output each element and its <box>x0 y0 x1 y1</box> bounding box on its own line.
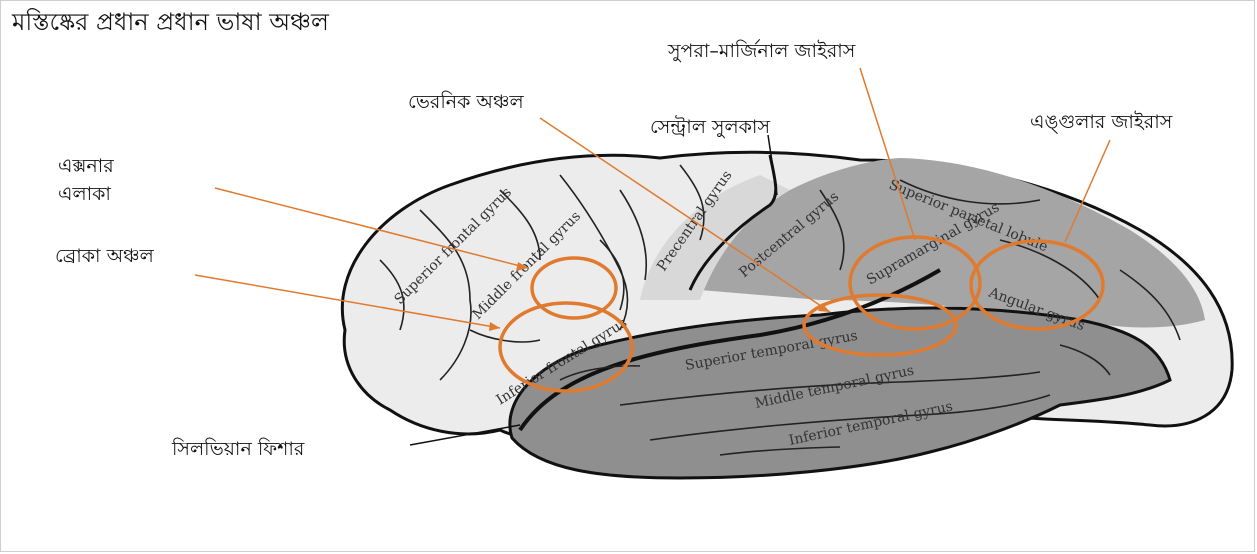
diagram-title: মস্তিষ্কের প্রধান প্রধান ভাষা অঞ্চল <box>11 8 330 36</box>
broca-area-label: ব্রোকা অঞ্চল <box>55 245 155 267</box>
central-sulcus-label: সেন্ট্রাল সুলকাস <box>650 115 770 138</box>
exner-area-label-line2: এলাকা <box>58 183 111 205</box>
supramarginal-gyrus-bn-label: সুপরা–মার্জিনাল জাইরাস <box>667 39 856 62</box>
wernicke-area-label: ভেরনিক অঞ্চল <box>408 91 524 113</box>
angular-gyrus-bn-label: এঙ্গুলার জাইরাস <box>1030 111 1173 134</box>
sylvian-fissure-label: সিলভিয়ান ফিশার <box>171 438 305 460</box>
exner-area-label-line1: এক্সনার <box>58 155 114 177</box>
